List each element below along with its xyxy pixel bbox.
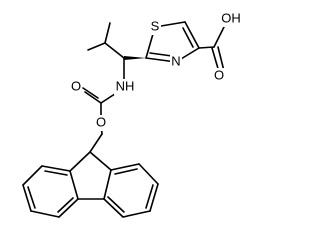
bond-left-ring-5 (22, 165, 43, 186)
bond-right-ring-4 (149, 183, 159, 212)
hydroxyl-group-label: OH (221, 10, 241, 25)
atom-label-layer: S N O OH NH O O (70, 10, 242, 131)
bond-left-ring-4 (22, 184, 32, 212)
carbonyl-oxygen-atom-label: O (71, 78, 81, 93)
bond-left-ring-3 (30, 210, 60, 218)
bond-isopropyl-to-alpha (104, 42, 125, 59)
bond-n3-c2-inner (149, 52, 173, 57)
bond-acid-carbonyl-inner (217, 46, 225, 72)
bond-right-ring-6 (110, 163, 140, 171)
bond-isopropyl-methyl-left (87, 42, 106, 51)
bond-left-ring-1 (69, 170, 79, 200)
bond-c5-c4-inner (182, 27, 194, 48)
bond-c9-to-right-ring (89, 151, 112, 171)
bond-carbamate-carbonyl-inner (82, 87, 99, 99)
bond-left-ring-inner-b (27, 186, 36, 209)
molecule-structure: S N O OH NH O O (22, 10, 242, 218)
bond-carbamate-carbonyl (84, 91, 102, 104)
bond-c5-c4 (184, 21, 200, 49)
bond-layer (22, 21, 225, 218)
ring-nitrogen-atom-label: N (171, 53, 180, 68)
bond-ch2-to-fluorenyl (89, 133, 103, 153)
sulfur-atom-label: S (151, 18, 160, 33)
bond-right-ring-1 (103, 169, 112, 200)
bond-right-ring-2 (103, 198, 124, 218)
bond-c4-to-acid-carbon (198, 46, 215, 49)
bond-stereo-wedge (124, 56, 146, 60)
bond-isopropyl-methyl-right (104, 22, 111, 44)
acid-oxygen-atom-label: O (214, 67, 224, 82)
bond-left-ring-6 (41, 165, 71, 172)
bond-c9-to-left-ring (69, 151, 91, 172)
ester-oxygen-atom-label: O (96, 114, 106, 129)
bond-acid-carbon-to-oh (213, 26, 225, 48)
bond-right-ring-inner-b (145, 184, 154, 209)
bond-right-ring-inner-a (114, 168, 138, 175)
bond-left-ring-inner-c (57, 197, 74, 213)
bond-right-ring-5 (138, 163, 159, 185)
bond-left-ring-inner-a (44, 170, 68, 176)
bond-left-ring-2 (58, 198, 79, 218)
amide-nh-label: NH (116, 78, 135, 93)
bond-right-ring-3 (122, 210, 151, 218)
bond-right-ring-inner-c (107, 196, 125, 213)
structure-canvas: S N O OH NH O O (22, 10, 242, 218)
